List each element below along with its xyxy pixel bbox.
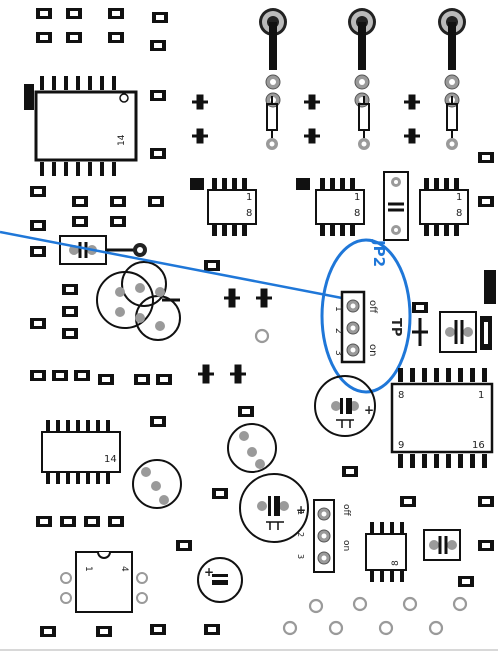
- small-capacitor-left: [59, 235, 147, 265]
- electrolytic-capacitor-bottom: +: [197, 557, 243, 603]
- ic-8pin-2: 1 8: [296, 178, 365, 236]
- jumper-state-on: on: [341, 540, 351, 551]
- ic-pin-label: 1: [246, 192, 252, 203]
- ic-pin-label: 1: [478, 390, 484, 401]
- testpoint-label: TP: [388, 318, 403, 336]
- ic-pin-label: 1: [354, 192, 360, 203]
- polarity-mark: +: [364, 403, 374, 417]
- vertical-resistors: [266, 96, 458, 150]
- transistor-lower-left: [132, 459, 182, 509]
- right-middle-components: [412, 270, 496, 353]
- jumper-pin-2: 2: [333, 328, 343, 334]
- ic-pin-label: 8: [456, 208, 462, 219]
- small-capacitor-bottom-right: [423, 529, 461, 561]
- jumper-pin-2: 2: [296, 532, 305, 537]
- jp2-callout: JP2 off on 1 2 3 TP: [320, 238, 412, 394]
- ic-pin-label: 14: [104, 454, 117, 465]
- jumper-state-on: on: [367, 344, 378, 356]
- ic-pin-label: 1: [83, 566, 93, 572]
- vertical-capacitor: [383, 171, 409, 241]
- mounting-holes: [282, 596, 468, 636]
- ic-top-left: 14: [24, 76, 138, 176]
- top-left-smd-pads: [36, 8, 168, 51]
- ic-8pin-3: 1 8: [419, 178, 469, 236]
- ic-pin-label: 9: [398, 440, 404, 451]
- top-right-lollipop-components: [259, 8, 466, 108]
- left-column-smd-pads: [30, 186, 220, 385]
- ic-4pin-bottom-left: 1 4: [60, 551, 148, 613]
- bottom-jumper: off on 1 2 3: [296, 499, 351, 573]
- jumper-pin-1: 1: [333, 306, 343, 312]
- transistor-middle: [227, 423, 277, 473]
- ic-pin-label: 8: [354, 208, 360, 219]
- small-diode-markers: [192, 94, 420, 384]
- ic-pin-label: 8: [398, 390, 404, 401]
- jumper-pin-3: 3: [296, 554, 305, 559]
- jumper-name-label: JP2: [370, 239, 388, 267]
- polarity-mark: +: [204, 565, 214, 579]
- jumper-pin-3: 3: [333, 350, 343, 356]
- electrolytic-capacitor-mid: +: [314, 375, 376, 437]
- ic-pin-label: 1: [456, 192, 462, 203]
- ic-pin-label: 8: [246, 208, 252, 219]
- ic-8pin-1: 1 8: [190, 178, 257, 236]
- polarity-mark: +: [296, 503, 306, 517]
- ic-pin-label: 16: [472, 440, 485, 451]
- ic-8pin-bottom-right: 8: [365, 522, 407, 582]
- ic-pin-label: 8: [391, 560, 401, 566]
- jumper-state-off: off: [367, 300, 378, 314]
- jumper-state-off: off: [341, 504, 351, 517]
- ic-pin-label: 14: [117, 134, 127, 146]
- ic-pin-label: 4: [119, 566, 129, 572]
- callout-leader-line: [0, 230, 343, 300]
- jumper-pin-1: 1: [296, 510, 305, 515]
- ic-16pin-right: 8 1 9 16: [390, 368, 494, 468]
- ic-14pin-left: 14: [41, 420, 121, 484]
- transistor-cluster: [96, 261, 181, 341]
- electrolytic-capacitor-lower: +: [239, 473, 309, 543]
